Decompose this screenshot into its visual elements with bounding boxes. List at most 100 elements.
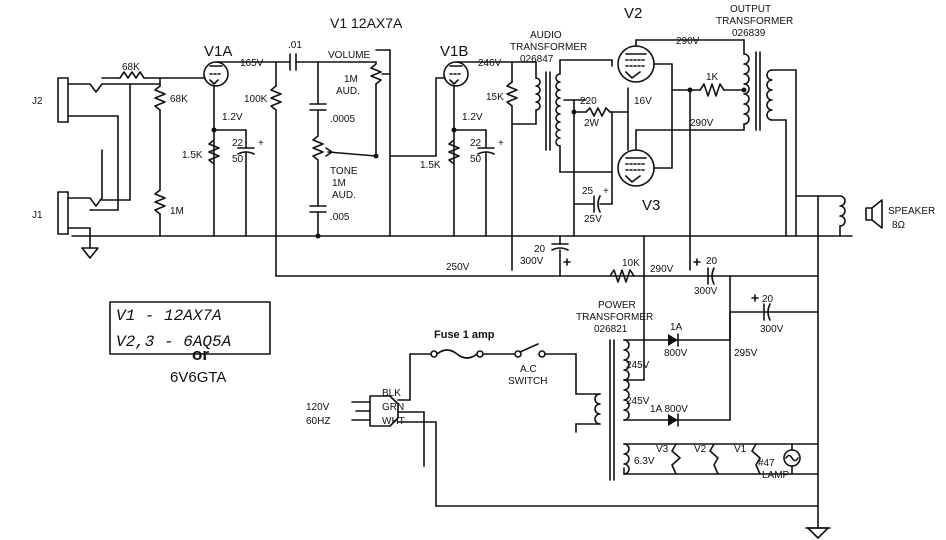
label-165v: 165V (240, 58, 264, 69)
label-plus-c: + (603, 186, 609, 197)
speaker-icon (865, 199, 883, 229)
label-j1: J1 (32, 210, 43, 221)
jack-j1 (57, 191, 103, 235)
label-60hz: 60HZ (306, 416, 330, 427)
label-1m: 1M (170, 206, 184, 217)
label-out-tr-3: 026839 (732, 28, 766, 39)
capacitor-20uf-c (763, 303, 771, 321)
label-heater-v3: V3 (656, 444, 669, 455)
capacitor-005 (309, 205, 327, 213)
label-lamp-1: #47 (758, 458, 775, 469)
label-290v-c: 290V (650, 264, 674, 275)
label-fuse: Fuse 1 amp (434, 329, 495, 341)
label-c22-a: 22 (232, 138, 244, 149)
label-c22-b: 22 (470, 138, 482, 149)
label-2w: 2W (584, 118, 600, 129)
label-c20-c: 20 (762, 294, 774, 305)
label-heater-v1: V1 (734, 444, 747, 455)
label-68k-series: 68K (122, 62, 140, 73)
label-out-tr-1: OUTPUT (730, 4, 771, 15)
resistor-1k (699, 83, 725, 97)
label-tone-aud: AUD. (332, 190, 356, 201)
label-vol-aud: AUD. (336, 86, 360, 97)
label-800v-a: 800V (664, 348, 688, 359)
label-cap-01: .01 (288, 40, 302, 51)
label-power-tr-2: TRANSFORMER (576, 312, 653, 323)
label-25v: 25V (584, 214, 602, 225)
label-out-tr-2: TRANSFORMER (716, 16, 793, 27)
lamp-icon (783, 449, 801, 467)
label-300v-b: 300V (694, 286, 718, 297)
label-lamp-2: LAMP (762, 470, 790, 481)
tube-v1b (443, 61, 469, 87)
label-6-3v: 6.3V (634, 456, 655, 467)
resistor-10k (609, 269, 635, 283)
capacitor-01 (289, 53, 297, 71)
label-290v-a: 290V (676, 36, 700, 47)
label-power-tr-3: 026821 (594, 324, 628, 335)
label-tone-1m: 1M (332, 178, 346, 189)
label-246v: 246V (478, 58, 502, 69)
resistor-1m (154, 189, 166, 215)
capacitor-0005 (309, 103, 327, 111)
ground-symbol-right (807, 527, 829, 539)
label-plus-a: + (258, 138, 264, 149)
label-blk: BLK (382, 388, 401, 399)
audio-transformer-primary (535, 77, 541, 111)
legend-6v6gta: 6V6GTA (170, 369, 226, 386)
heater-v3 (671, 443, 681, 475)
tube-v3 (617, 149, 655, 187)
tone-pot (312, 135, 324, 161)
label-1a-a: 1A (670, 322, 683, 333)
resistor-100k (270, 85, 282, 111)
label-cap-005: .005 (330, 212, 350, 223)
label-300v-c: 300V (760, 324, 784, 335)
label-v12-b: 1.2V (462, 112, 483, 123)
label-v2: V2 (624, 5, 642, 22)
power-transformer-primary (594, 393, 601, 425)
ground-symbol-left (81, 247, 99, 259)
tube-v1a (203, 61, 229, 87)
label-295v: 295V (734, 348, 758, 359)
label-250v: 250V (446, 262, 470, 273)
label-vol-1m: 1M (344, 74, 358, 85)
label-grn: GRN (382, 402, 404, 413)
label-speaker-2: 8Ω (892, 220, 906, 231)
label-1-5k-a: 1.5K (182, 150, 203, 161)
label-ac-switch-1: A.C (520, 364, 537, 375)
label-speaker-1: SPEAKER (888, 206, 935, 217)
resistor-1-5k-a (208, 139, 220, 165)
capacitor-25uf (593, 195, 601, 213)
audio-transformer-secondary (555, 73, 561, 147)
heater-v2 (709, 443, 719, 475)
label-cap-0005: .0005 (330, 114, 355, 125)
legend-background (109, 301, 271, 355)
output-transformer-primary (743, 53, 750, 125)
label-audio-tr-1: AUDIO (530, 30, 562, 41)
label-290v-b: 290V (690, 118, 714, 129)
fuse-symbol (430, 349, 484, 359)
label-15k: 15K (486, 92, 504, 103)
label-v12-a: 1.2V (222, 112, 243, 123)
volume-pot (370, 61, 382, 85)
legend-v1: V1 - 12AX7A (116, 307, 222, 325)
label-tone: TONE (330, 166, 358, 177)
label-wht: WHT (382, 416, 405, 427)
label-245v-b: 245V (626, 396, 650, 407)
label-v3: V3 (642, 197, 660, 214)
label-ac-switch-2: SWITCH (508, 376, 547, 387)
legend-v2-3: V2,3 - 6AQ5A (116, 333, 231, 351)
output-transformer-secondary (766, 69, 773, 121)
label-plus-b: + (498, 138, 504, 149)
power-transformer-filament-secondary (623, 443, 630, 475)
resistor-15k (506, 81, 518, 107)
diode-1 (668, 333, 679, 347)
resistor-1-5k-b (448, 139, 460, 165)
label-245v-a: 245V (626, 360, 650, 371)
label-1-5k-b: 1.5K (420, 160, 441, 171)
label-audio-tr-2: TRANSFORMER (510, 42, 587, 53)
label-j2: J2 (32, 96, 43, 107)
label-300v-a: 300V (520, 256, 544, 267)
label-1k: 1K (706, 72, 719, 83)
label-audio-tr-3: 026847 (520, 54, 554, 65)
